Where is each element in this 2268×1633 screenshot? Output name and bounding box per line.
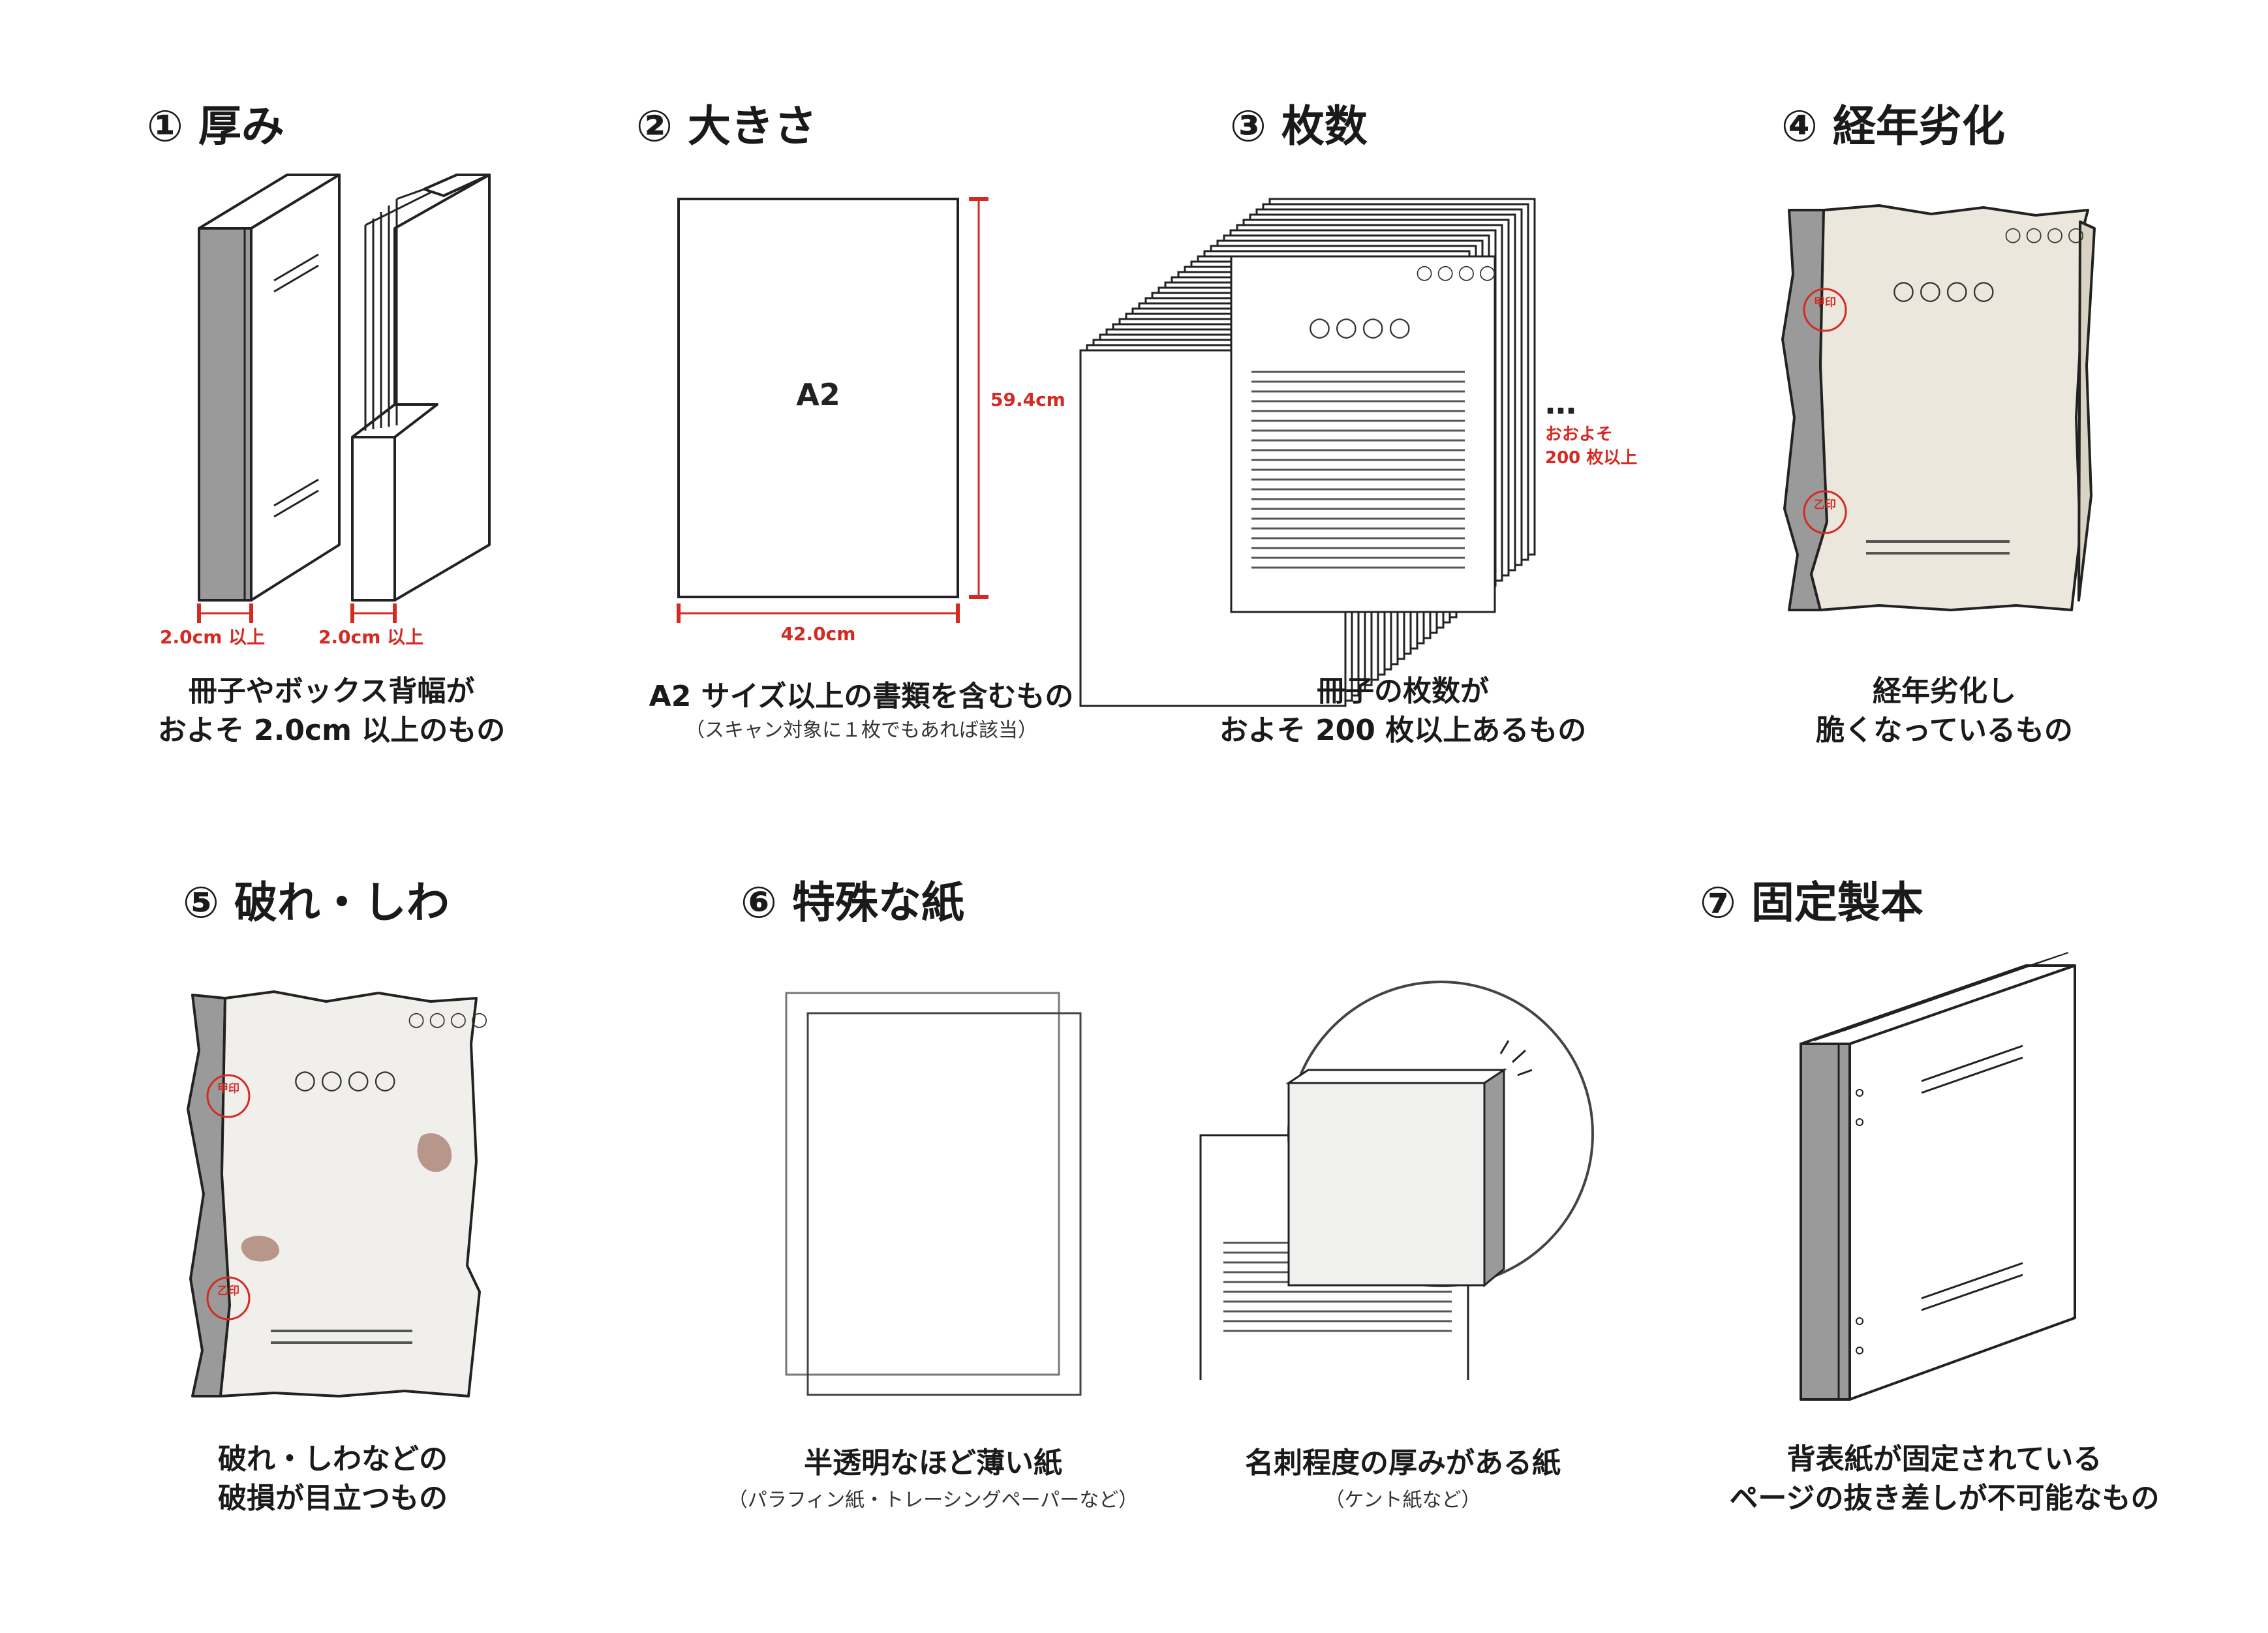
title-thickness: ① 厚み — [147, 101, 284, 151]
stamp-bottom-torn: 乙印 — [217, 1285, 239, 1298]
caption-thick-paper: 名刺程度の厚みがある紙 — [1245, 1446, 1561, 1480]
caption-page-count-line2: およそ 200 枚以上あるもの — [1219, 714, 1587, 747]
aged-doc-mark-large: ○○○○ — [1892, 275, 1999, 305]
thick-book-illustration — [198, 174, 341, 602]
file-box-illustration — [351, 174, 491, 602]
title-fixed-binding: ⑦ 固定製本 — [1700, 878, 1923, 928]
doc-mark-small: ○○○○ — [1416, 261, 1500, 284]
height-measure-label: 59.4cm — [990, 389, 1065, 410]
caption-size: A2 サイズ以上の書類を含むもの — [649, 680, 1074, 713]
title-size: ② 大きさ — [636, 101, 817, 151]
kent-paper-illustration — [1199, 981, 1594, 1380]
torn-doc-mark-large: ○○○○ — [294, 1065, 401, 1095]
caption-page-count-line1: 冊子の枚数が — [1317, 675, 1489, 708]
note-thick-paper: （ケント紙など） — [1325, 1489, 1481, 1512]
count-label-line1: おおよそ — [1545, 425, 1614, 444]
title-page-count: ③ 枚数 — [1230, 101, 1368, 151]
title-aging: ④ 経年劣化 — [1781, 101, 2005, 151]
stamp-bottom-aged: 乙印 — [1814, 498, 1836, 511]
a2-sheet-illustration — [677, 197, 988, 623]
width-measure-label: 42.0cm — [780, 623, 856, 645]
caption-tears-line1: 破れ・しわなどの — [218, 1442, 448, 1476]
tracing-paper-illustration — [785, 992, 1082, 1396]
doc-mark-large: ○○○○ — [1308, 312, 1415, 342]
measure-label-box: 2.0cm 以上 — [318, 626, 424, 648]
title-tears: ⑤ 破れ・しわ — [183, 878, 450, 928]
torn-document-illustration — [187, 990, 481, 1397]
measure-label-book: 2.0cm 以上 — [160, 626, 266, 648]
stamp-top-torn: 甲印 — [217, 1082, 239, 1095]
aged-doc-mark-small: ○○○○ — [2004, 223, 2089, 246]
note-size: （スキャン対象に１枚でもあれば該当） — [685, 719, 1037, 742]
aged-document-illustration — [1781, 204, 2096, 611]
stack-ellipsis: … — [1545, 385, 1576, 421]
caption-aging-line2: 脆くなっているもの — [1816, 714, 2073, 747]
caption-aging-line1: 経年劣化し — [1873, 675, 2016, 708]
paper-size-label: A2 — [796, 377, 840, 412]
caption-thickness-line1: 冊子やボックス背幅が — [188, 675, 475, 708]
caption-fixed-binding-line1: 背表紙が固定されている — [1786, 1442, 2102, 1476]
caption-fixed-binding-line2: ページの抜き差しが不可能なもの — [1729, 1482, 2160, 1515]
note-thin-paper: （パラフィン紙・トレーシングペーパーなど） — [728, 1489, 1139, 1512]
count-label-line2: 200 枚以上 — [1545, 448, 1638, 468]
torn-doc-mark-small: ○○○○ — [408, 1008, 492, 1031]
caption-thickness-line2: およそ 2.0cm 以上のもの — [157, 714, 506, 747]
stack-front-sheet — [1230, 255, 1496, 613]
caption-tears-line2: 破損が目立つもの — [218, 1482, 448, 1515]
bound-book-illustration — [1800, 952, 2076, 1401]
caption-thin-paper: 半透明なほど薄い紙 — [804, 1446, 1062, 1480]
title-special-paper: ⑥ 特殊な紙 — [741, 878, 964, 928]
stamp-top-aged: 甲印 — [1814, 296, 1836, 309]
